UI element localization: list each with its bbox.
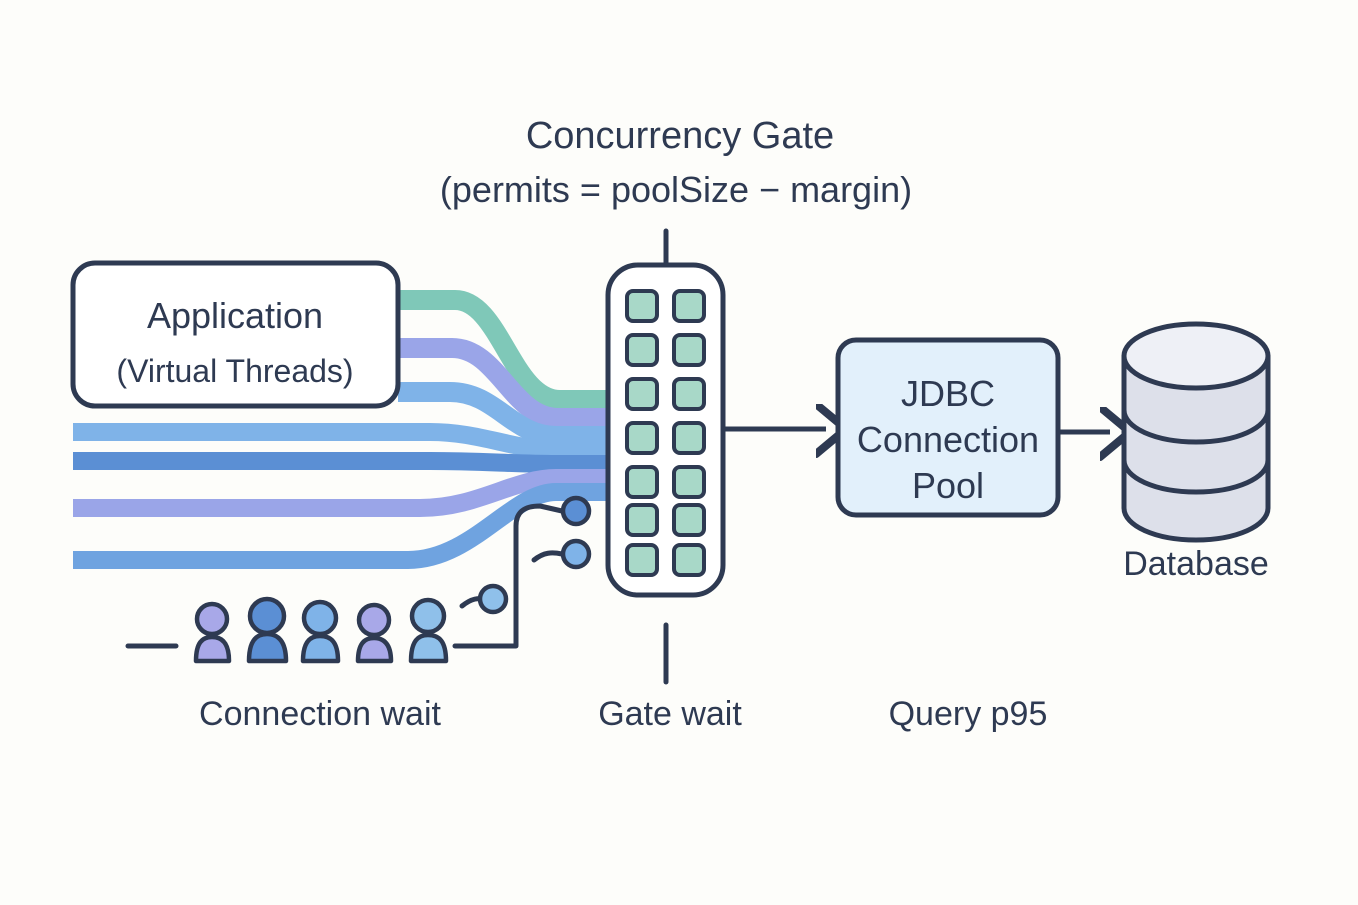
database-body[interactable] [1121,353,1271,543]
wait-dot-1 [560,495,592,527]
waiting-branch-stub [531,550,565,563]
wait-dot-2 [560,538,592,570]
thread-ribbons [73,290,612,569]
permit-square [672,289,706,323]
waiting-dots [477,495,592,615]
jdbc-pool-node[interactable]: JDBC Connection Pool [835,337,1061,518]
permit-square [672,543,706,577]
caption-query-p95: Query p95 [889,695,1048,733]
caption-connection-wait: Connection wait [199,695,441,733]
gate-title-group: Concurrency Gate (permits = poolSize − m… [440,115,912,270]
thread-ribbon-7 [73,483,612,569]
permit-square [672,421,706,455]
database-node[interactable]: Database [1121,321,1271,583]
permit-square [625,421,659,455]
person-2 [246,596,289,664]
permit-square [625,543,659,577]
application-subtitle: (Virtual Threads) [116,353,353,389]
database-label: Database [1123,545,1269,583]
queue-people [193,596,449,664]
thread-ribbon-6 [73,469,612,517]
jdbc-pool-box[interactable] [835,337,1061,518]
person-4 [355,602,394,664]
jdbc-pool-label-line3: Pool [912,465,984,506]
permit-square [672,333,706,367]
thread-ribbon-4 [73,423,612,459]
permit-square [672,465,706,499]
application-node[interactable]: Application (Virtual Threads) [70,260,401,409]
thread-ribbon-3 [398,382,612,446]
permit-square [625,289,659,323]
thread-ribbon-1 [398,290,612,410]
application-box[interactable] [70,260,401,409]
caption-gate-wait: Gate wait [598,695,742,733]
wait-dot-3 [477,583,509,615]
database-band-1 [1121,409,1271,445]
database-top [1121,321,1271,391]
permit-square [672,503,706,537]
thread-ribbon-2 [398,338,612,428]
permit-square [672,377,706,411]
person-5 [408,597,449,664]
person-1 [193,601,232,664]
concurrency-gate-node[interactable] [605,262,726,685]
database-band-2 [1121,459,1271,495]
jdbc-pool-label-line2: Connection [857,419,1039,460]
thread-ribbon-5 [73,452,612,473]
application-title: Application [147,295,323,336]
waiting-branch-trunk [513,503,565,648]
gate-title-line1: Concurrency Gate [526,115,834,157]
permit-square [625,333,659,367]
jdbc-pool-label-line1: JDBC [901,373,995,414]
gate-permits [625,289,706,577]
permit-square [625,503,659,537]
permit-square [625,377,659,411]
person-3 [300,599,341,664]
gate-title-line2: (permits = poolSize − margin) [440,169,912,210]
permit-square [625,465,659,499]
